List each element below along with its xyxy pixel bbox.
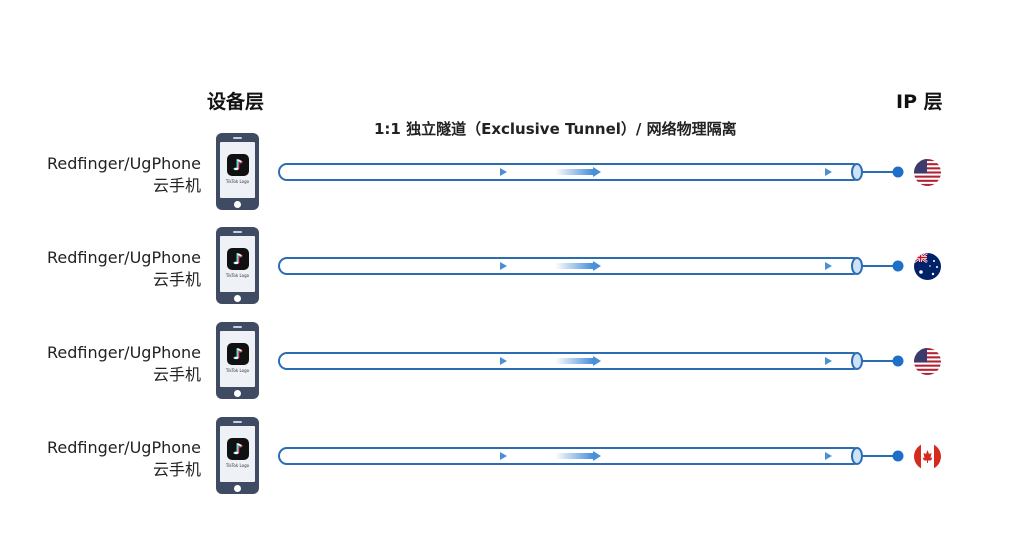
- phone-icon: ♪ TikTok Logo: [216, 322, 259, 399]
- tunnel: [278, 447, 904, 465]
- tunnel-end: [851, 352, 863, 370]
- flow-pulse: [555, 453, 593, 459]
- device-name: Redfinger/UgPhone: [46, 248, 201, 267]
- flow-arrow-head: [500, 357, 507, 365]
- us-flag-icon: [914, 159, 941, 186]
- device-label: Redfinger/UgPhone 云手机: [47, 437, 201, 481]
- device-type: 云手机: [152, 176, 201, 195]
- tunnel-end: [851, 257, 863, 275]
- tiktok-icon: ♪: [227, 343, 249, 365]
- app-label: TikTok Logo: [225, 273, 250, 278]
- flow-pulse: [555, 358, 593, 364]
- tunnel: [278, 352, 904, 370]
- flow-pulse: [555, 169, 593, 175]
- flow-pulse-head: [593, 451, 601, 461]
- phone-icon: ♪ TikTok Logo: [216, 133, 259, 210]
- app-label: TikTok Logo: [225, 179, 250, 184]
- tunnel-row: Redfinger/UgPhone 云手机 ♪ TikTok Logo: [0, 322, 1024, 402]
- device-label: Redfinger/UgPhone 云手机: [47, 153, 201, 197]
- flow-pulse-head: [593, 356, 601, 366]
- ip-node-dot: [892, 450, 904, 462]
- device-name: Redfinger/UgPhone: [46, 343, 201, 362]
- phone-icon: ♪ TikTok Logo: [216, 227, 259, 304]
- tunnel-row: Redfinger/UgPhone 云手机 ♪ TikTok Logo: [0, 417, 1024, 497]
- ca-flag-icon: [914, 443, 941, 470]
- device-name: Redfinger/UgPhone: [46, 154, 201, 173]
- app-label: TikTok Logo: [225, 463, 250, 468]
- tunnel-end: [851, 163, 863, 181]
- device-type: 云手机: [152, 460, 201, 479]
- flow-arrow-head: [500, 262, 507, 270]
- app-label: TikTok Logo: [225, 368, 250, 373]
- ip-layer-header: IP 层: [896, 91, 943, 113]
- tiktok-icon: ♪: [227, 154, 249, 176]
- device-type: 云手机: [152, 365, 201, 384]
- tiktok-icon: ♪: [227, 438, 249, 460]
- flow-pulse-head: [593, 167, 601, 177]
- tunnel: [278, 257, 904, 275]
- tiktok-icon: ♪: [227, 248, 249, 270]
- ip-node-dot: [892, 355, 904, 367]
- tunnel-row: Redfinger/UgPhone 云手机 ♪ TikTok Logo: [0, 227, 1024, 307]
- flow-arrow-head: [825, 357, 832, 365]
- flow-arrow-head: [825, 262, 832, 270]
- device-type: 云手机: [152, 270, 201, 289]
- phone-icon: ♪ TikTok Logo: [216, 417, 259, 494]
- flow-arrow-head: [500, 452, 507, 460]
- us-flag-icon: [914, 348, 941, 375]
- device-name: Redfinger/UgPhone: [46, 438, 201, 457]
- flow-arrow-head: [825, 168, 832, 176]
- au-flag-icon: [914, 253, 941, 280]
- flow-pulse: [555, 263, 593, 269]
- tunnel-row: Redfinger/UgPhone 云手机 ♪ TikTok Logo: [0, 133, 1024, 213]
- tunnel-end: [851, 447, 863, 465]
- flow-pulse-head: [593, 261, 601, 271]
- device-layer-header: 设备层: [207, 91, 265, 113]
- device-label: Redfinger/UgPhone 云手机: [47, 247, 201, 291]
- device-label: Redfinger/UgPhone 云手机: [47, 342, 201, 386]
- tunnel: [278, 163, 904, 181]
- diagram-title: 1:1 独立隧道（Exclusive Tunnel）/ 网络物理隔离: [374, 120, 737, 138]
- flow-arrow-head: [500, 168, 507, 176]
- ip-node-dot: [892, 166, 904, 178]
- flow-arrow-head: [825, 452, 832, 460]
- ip-node-dot: [892, 260, 904, 272]
